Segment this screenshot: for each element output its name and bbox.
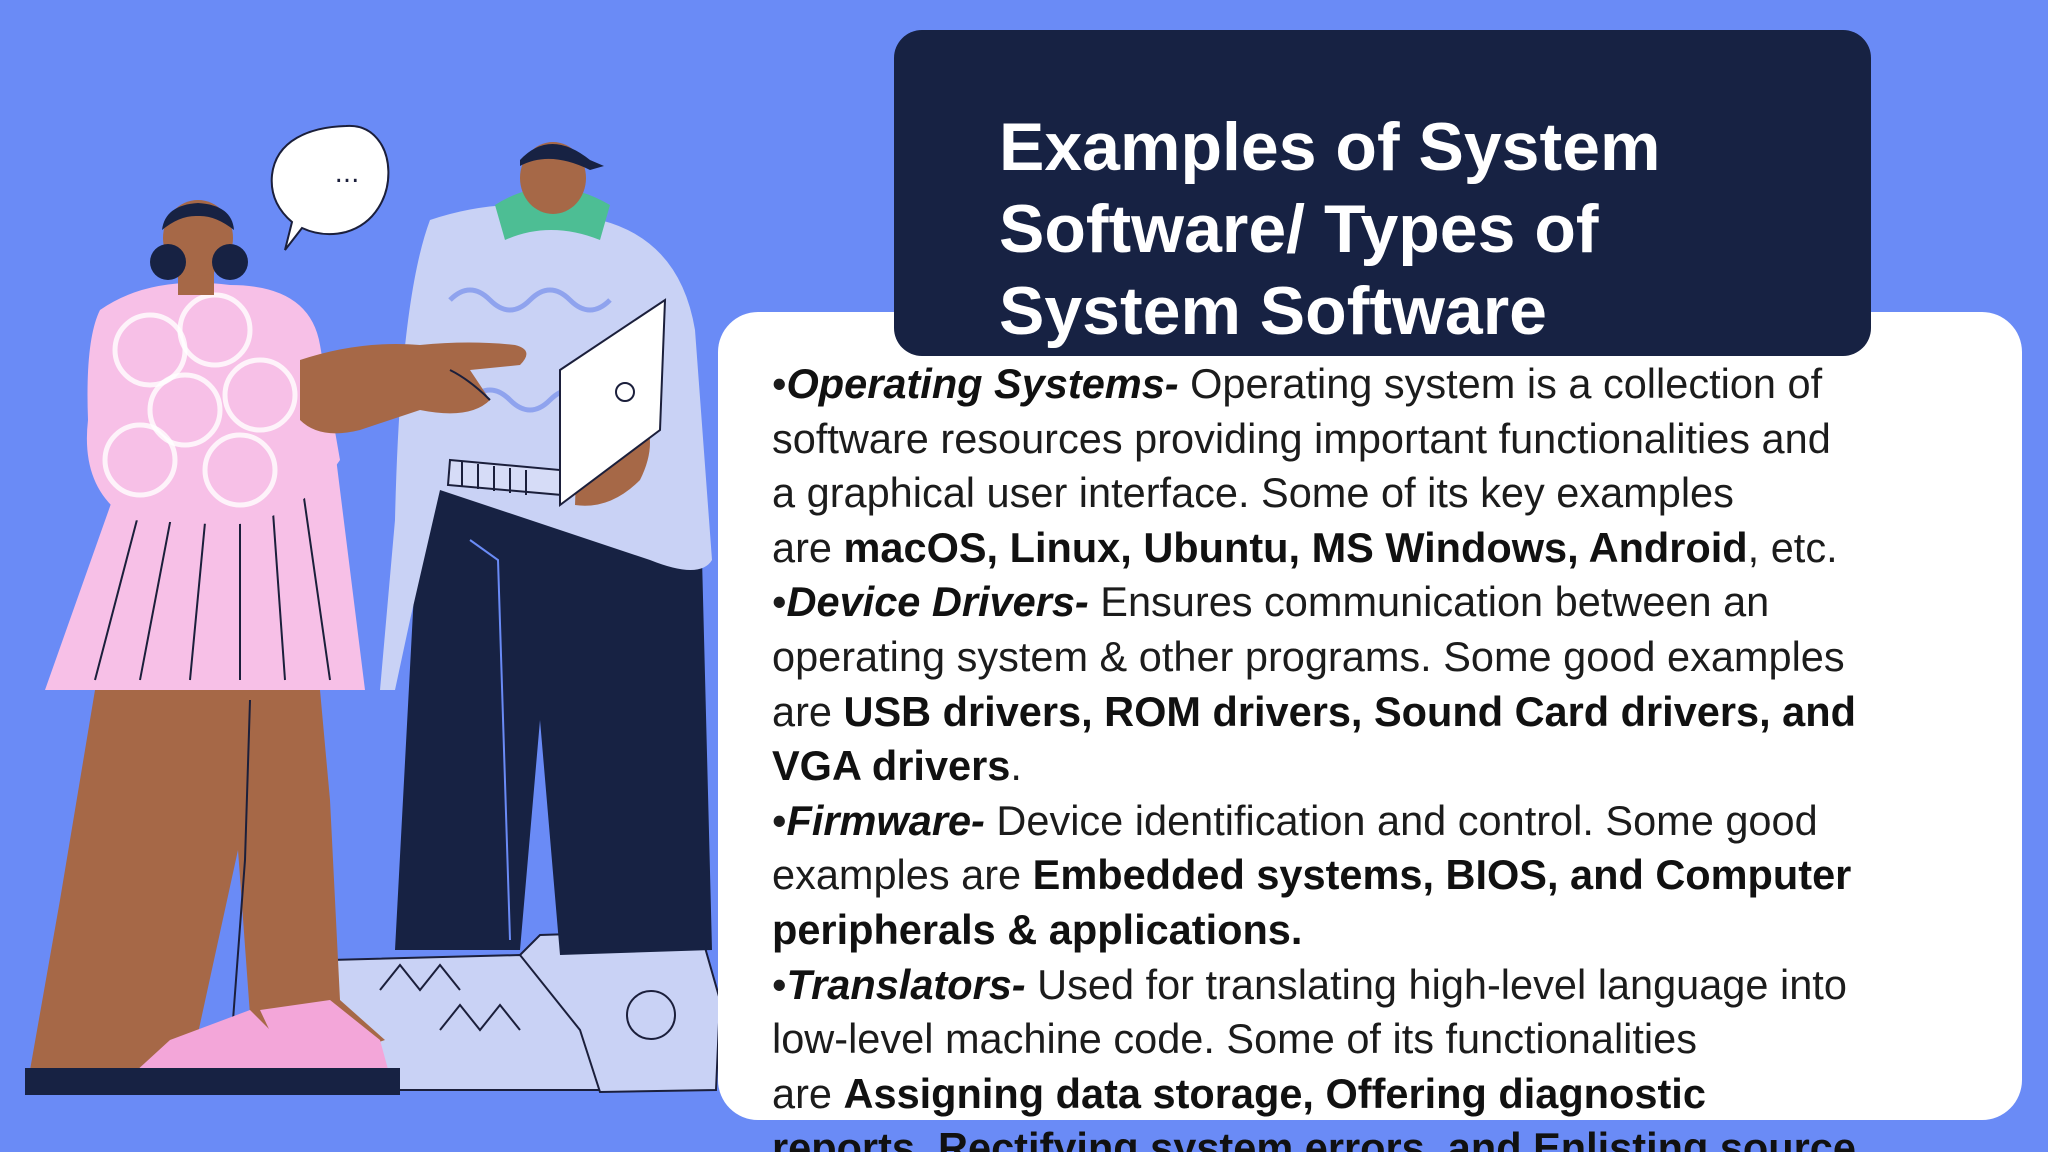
content-card <box>718 312 2022 1120</box>
operating-systems-line-4: are macOS, Linux, Ubuntu, MS Windows, An… <box>772 521 2022 576</box>
operating-systems-line-2: software resources providing important f… <box>772 414 1831 462</box>
translators-line-1: •Translators- Used for translating high-… <box>772 960 1847 1008</box>
operating-systems-line-3: a graphical user interface. Some of its … <box>772 469 1734 517</box>
translators-are: are <box>772 1069 844 1117</box>
slide-title-line-1: Examples of System <box>999 109 1661 185</box>
operating-systems-line-1: •Operating Systems- Operating system is … <box>772 360 1823 407</box>
speech-bubble-dots: ... <box>335 159 360 189</box>
translators-line-2: low-level machine code. Some of its func… <box>772 1015 1697 1063</box>
title-box: Examples of System Software/ Types of Sy… <box>894 30 1871 356</box>
operating-systems-term: Operating Systems- <box>786 360 1179 407</box>
translators-examples-cont: reports, Rectifying system errors, and E… <box>772 1124 1856 1152</box>
operating-systems-etc: , etc. <box>1747 523 1838 571</box>
firmware-examples: Embedded systems, BIOS, and Computer <box>1032 851 1852 899</box>
firmware-line-2: examples are Embedded systems, BIOS, and… <box>772 848 2022 903</box>
device-drivers-line-3: are USB drivers, ROM drivers, Sound Card… <box>772 685 2022 740</box>
device-drivers-line-2: operating system & other programs. Some … <box>772 632 1845 680</box>
device-drivers-line-4: VGA drivers. <box>772 739 2022 794</box>
people-illustration: ... <box>25 124 722 1095</box>
slide-title-line-2: Software/ Types of <box>999 191 1599 267</box>
device-drivers-term: Device Drivers- <box>786 578 1089 626</box>
translators-line-3: are Assigning data storage, Offering dia… <box>772 1067 2022 1122</box>
firmware-examples-are: examples are <box>772 851 1033 899</box>
firmware-line-3: peripherals & applications. <box>772 903 2022 958</box>
operating-systems-examples: macOS, Linux, Ubuntu, MS Windows, Androi… <box>843 523 1748 571</box>
translators-term: Translators- <box>786 960 1026 1008</box>
translators-line-4: reports, Rectifying system errors, and E… <box>772 1121 2022 1152</box>
device-drivers-examples: USB drivers, ROM drivers, Sound Card dri… <box>843 687 1856 735</box>
firmware-line-1: •Firmware- Device identification and con… <box>772 796 1818 844</box>
operating-systems-are: are <box>772 523 844 571</box>
device-drivers-are: are <box>772 687 844 735</box>
slide-title-line-3: System Software <box>999 273 1547 349</box>
firmware-examples-cont: peripherals & applications. <box>772 905 1303 953</box>
firmware-text: Device identification and control. Some … <box>984 796 1818 844</box>
content-text: •Operating Systems- Operating system is … <box>772 357 2022 1152</box>
man-trousers <box>395 480 712 955</box>
tablet <box>559 298 667 507</box>
translators-text: Used for translating high-level language… <box>1025 960 1847 1008</box>
device-drivers-period: . <box>1010 742 1022 790</box>
device-drivers-line-1: •Device Drivers- Ensures communication b… <box>772 578 1770 626</box>
translators-examples: Assigning data storage, Offering diagnos… <box>843 1069 1706 1117</box>
man-shoes <box>318 928 722 1094</box>
woman-legs <box>30 690 385 1070</box>
speech-bubble: ... <box>270 124 390 251</box>
device-drivers-examples-cont: VGA drivers <box>772 742 1011 790</box>
firmware-term: Firmware- <box>786 796 985 844</box>
operating-systems-text: Operating system is a collection of <box>1178 360 1823 407</box>
device-drivers-text: Ensures communication between an <box>1088 578 1770 626</box>
